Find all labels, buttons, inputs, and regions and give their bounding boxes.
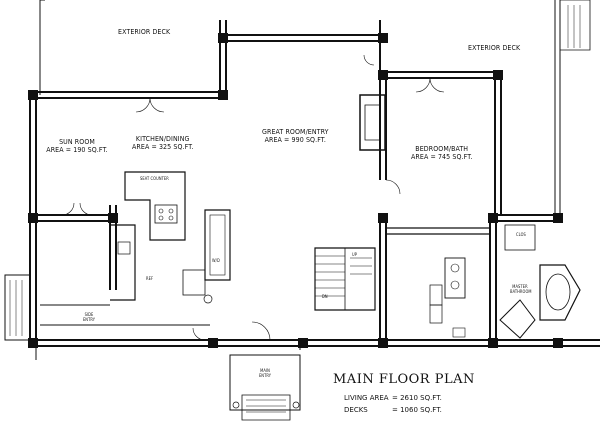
exterior-deck-west-label: EXTERIOR DECK (118, 28, 171, 36)
seat-counter-label: SEAT COUNTER (140, 176, 169, 181)
decks-label: DECKS (344, 406, 368, 414)
bedroom-bath-label: BEDROOM/BATH AREA = 745 SQ.FT. (411, 145, 472, 161)
great-room-label: GREAT ROOM/ENTRY AREA = 990 SQ.FT. (262, 128, 329, 144)
bedroom-bath-area: AREA = 745 SQ.FT. (411, 153, 473, 161)
living-area-value: = 2610 SQ.FT. (392, 394, 442, 402)
bedroom-bath-name: BEDROOM/BATH (415, 145, 469, 153)
plan-title: MAIN FLOOR PLAN (333, 372, 475, 387)
kitchen-dining-name: KITCHEN/DINING (135, 135, 190, 143)
stair-down-label: DN (322, 294, 328, 299)
master-bathroom-label: MASTER BATHROOM (510, 284, 532, 294)
sun-room-label: SUN ROOM AREA = 190 SQ.FT. (42, 138, 112, 154)
washer-dryer-label: W/D (212, 258, 220, 263)
decks-value: = 1060 SQ.FT. (392, 406, 442, 414)
great-room-name: GREAT ROOM/ENTRY (262, 128, 329, 136)
great-room-area: AREA = 990 SQ.FT. (264, 136, 327, 144)
living-area-label: LIVING AREA (344, 394, 389, 402)
stair-up-label: UP (352, 252, 358, 257)
sun-room-area: AREA = 190 SQ.FT. (46, 146, 108, 154)
kitchen-dining-area: AREA = 325 SQ.FT. (132, 143, 194, 151)
main-entry-label: MAIN ENTRY (258, 368, 272, 378)
kitchen-dining-label: KITCHEN/DINING AREA = 325 SQ.FT. (132, 135, 193, 151)
closet-label: CLOS (516, 232, 526, 237)
exterior-deck-east-label: EXTERIOR DECK (468, 44, 521, 52)
sun-room-name: SUN ROOM (59, 138, 95, 146)
side-entry-label: SIDE ENTRY (82, 312, 96, 322)
ref-label: REF (146, 276, 154, 281)
